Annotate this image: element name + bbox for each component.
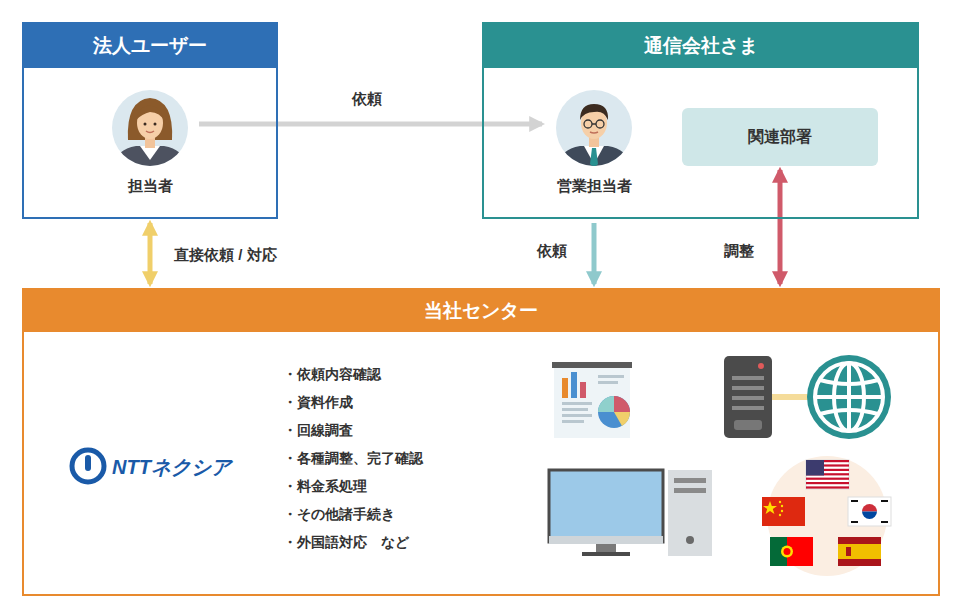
panel-header: 法人ユーザー (24, 24, 276, 68)
panel-header: 通信会社さま (484, 24, 917, 68)
man-icon (556, 90, 632, 170)
task-item: ・依頼内容確認 (283, 366, 381, 384)
connector-arrow (778, 170, 783, 284)
task-item: ・資料作成 (283, 394, 353, 412)
task-item: ・その他諸手続き (283, 506, 395, 524)
us-flag (806, 460, 849, 489)
task-item: ・料金系処理 (283, 478, 367, 496)
language-flags (762, 456, 891, 576)
box-label: 関連部署 (748, 127, 812, 148)
task-item: ・外国語対応 など (283, 534, 409, 552)
carrier-panel: 通信会社さま営業担当者 関連部署 (482, 22, 919, 219)
department-box: 関連部署 (682, 108, 878, 166)
chart-board (552, 362, 632, 438)
portugal-flag (770, 537, 813, 566)
edge-label: 調整 (722, 242, 756, 261)
person-name: 営業担当者 (546, 177, 642, 196)
company-logo-text: NTTネクシア (112, 454, 231, 481)
person-node: 担当者 (105, 88, 195, 198)
edge-label: 直接依頼 / 対応 (172, 246, 279, 265)
task-item: ・各種調整、完了確認 (283, 450, 423, 468)
connector-arrow (592, 223, 597, 284)
edge-label: 依頼 (350, 90, 384, 109)
logo-mark (72, 450, 104, 482)
connector-arrow (199, 122, 542, 127)
china-flag (762, 497, 805, 526)
center-panel: 当社センター (22, 288, 940, 596)
client-panel: 法人ユーザー担当者 (22, 22, 278, 219)
computer (549, 470, 712, 556)
panel-header: 当社センター (24, 290, 938, 332)
korea-flag (848, 497, 891, 526)
task-item: ・回線調査 (283, 422, 353, 440)
server-globe (724, 355, 891, 439)
spain-flag (838, 537, 881, 566)
edge-label: 依頼 (535, 242, 569, 261)
person-name: 担当者 (105, 177, 195, 196)
woman-icon (112, 90, 188, 170)
connector-arrow (148, 223, 153, 284)
person-node: 営業担当者 (546, 88, 642, 198)
